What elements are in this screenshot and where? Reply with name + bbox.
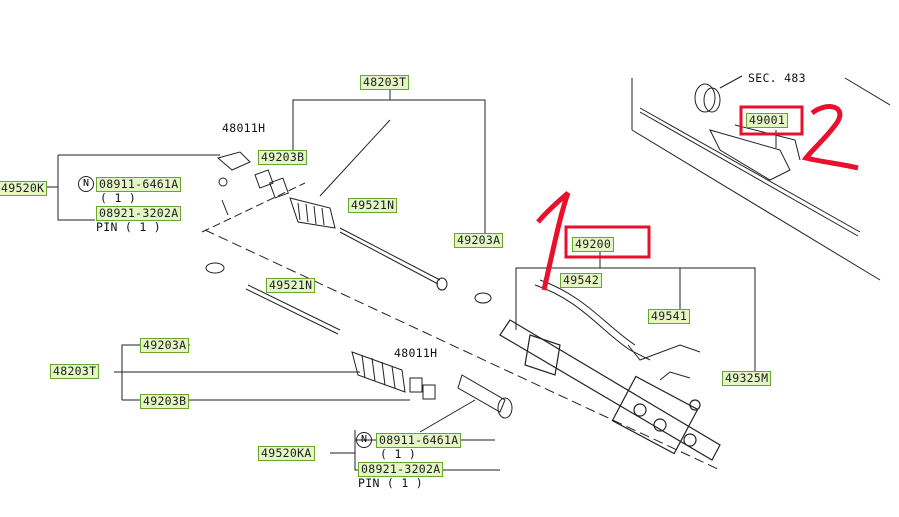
highlight-box-49200 [564, 225, 651, 259]
part-49200[interactable]: 49200 [572, 237, 615, 252]
part-49520K[interactable]: 49520K [0, 181, 48, 196]
rack-axis-dashed [204, 229, 721, 471]
rack-housing [499, 319, 721, 461]
part-48203T-left[interactable]: 48203T [50, 364, 100, 379]
part-49520KA[interactable]: 49520KA [258, 446, 315, 461]
part-49001[interactable]: 49001 [746, 113, 789, 128]
part-49541[interactable]: 49541 [648, 309, 691, 324]
pin-bottom: PIN ( 1 ) [358, 476, 424, 490]
qty-top: ( 1 ) [100, 191, 137, 205]
highlight-box-49001 [739, 105, 804, 136]
part-49203A-right[interactable]: 49203A [454, 233, 504, 248]
inset-border-top [844, 77, 891, 106]
label-48011H-bottom: 48011H [394, 346, 438, 360]
part-49521N-top[interactable]: 49521N [348, 198, 398, 213]
outer-tie-rod-lower [457, 374, 513, 419]
part-48203T-top[interactable]: 48203T [360, 75, 410, 90]
qty-bottom: ( 1 ) [380, 447, 417, 461]
part-49203A-left[interactable]: 49203A [140, 338, 190, 353]
n-symbol-top: N [78, 176, 94, 192]
red-annotations [536, 104, 859, 291]
hydraulic-line-49541 [627, 344, 701, 361]
part-49521N-bottom[interactable]: 49521N [266, 278, 316, 293]
outer-tie-rod-upper [216, 151, 251, 216]
boot-lower [351, 351, 406, 393]
pin-top: PIN ( 1 ) [96, 220, 162, 234]
part-49203B-bottom[interactable]: 49203B [140, 394, 190, 409]
handmark-1 [536, 191, 571, 291]
label-48011H-top: 48011H [222, 121, 266, 135]
label-sec483: SEC. 483 [748, 71, 806, 85]
part-49203B-top[interactable]: 49203B [258, 150, 308, 165]
part-49542[interactable]: 49542 [560, 273, 603, 288]
part-08921-bottom[interactable]: 08921-3202A [358, 462, 444, 477]
n-symbol-bottom: N [356, 432, 372, 448]
handmark-2 [801, 104, 859, 171]
boot-upper [289, 197, 336, 229]
inset-rack-assembly [639, 75, 861, 237]
part-08921-top[interactable]: 08921-3202A [96, 206, 182, 221]
hydraulic-line-49542 [534, 284, 651, 361]
inset-border-bottom [631, 129, 881, 281]
part-49325M[interactable]: 49325M [722, 371, 772, 386]
part-08911-bottom[interactable]: 08911-6461A [376, 433, 462, 448]
part-08911-top[interactable]: 08911-6461A [96, 177, 182, 192]
